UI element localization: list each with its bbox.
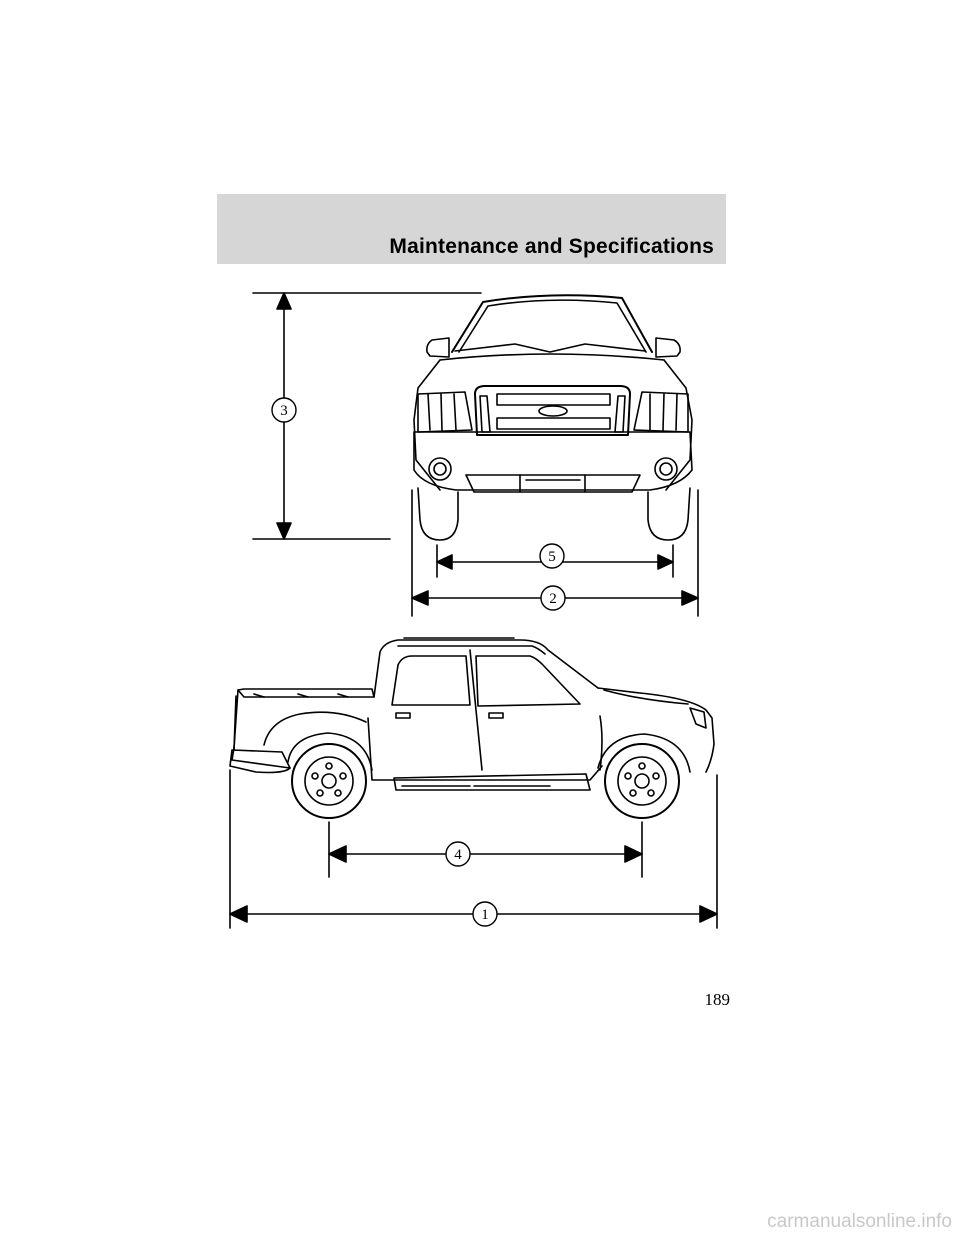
dimension-line-1 <box>229 769 718 929</box>
callout-1: 1 <box>472 901 498 927</box>
callout-label-3: 3 <box>280 403 288 419</box>
section-title: Maintenance and Specifications <box>389 235 714 258</box>
dimension-line-4 <box>328 821 643 878</box>
callout-5: 5 <box>539 543 565 569</box>
dimension-line-5 <box>436 544 674 578</box>
callout-label-1: 1 <box>481 907 489 923</box>
callout-4: 4 <box>445 841 471 867</box>
callout-label-5: 5 <box>548 549 556 565</box>
callout-2: 2 <box>540 585 566 611</box>
callout-label-2: 2 <box>549 591 557 607</box>
callout-3: 3 <box>271 397 297 423</box>
callout-label-4: 4 <box>454 847 462 863</box>
watermark: carmanualsonline.info <box>767 1211 952 1232</box>
side-view-truck <box>229 637 715 819</box>
front-view-truck <box>413 294 693 541</box>
section-header-band: Maintenance and Specifications <box>217 194 726 264</box>
dimension-line-3 <box>252 292 482 540</box>
page-number: 189 <box>704 990 731 1009</box>
